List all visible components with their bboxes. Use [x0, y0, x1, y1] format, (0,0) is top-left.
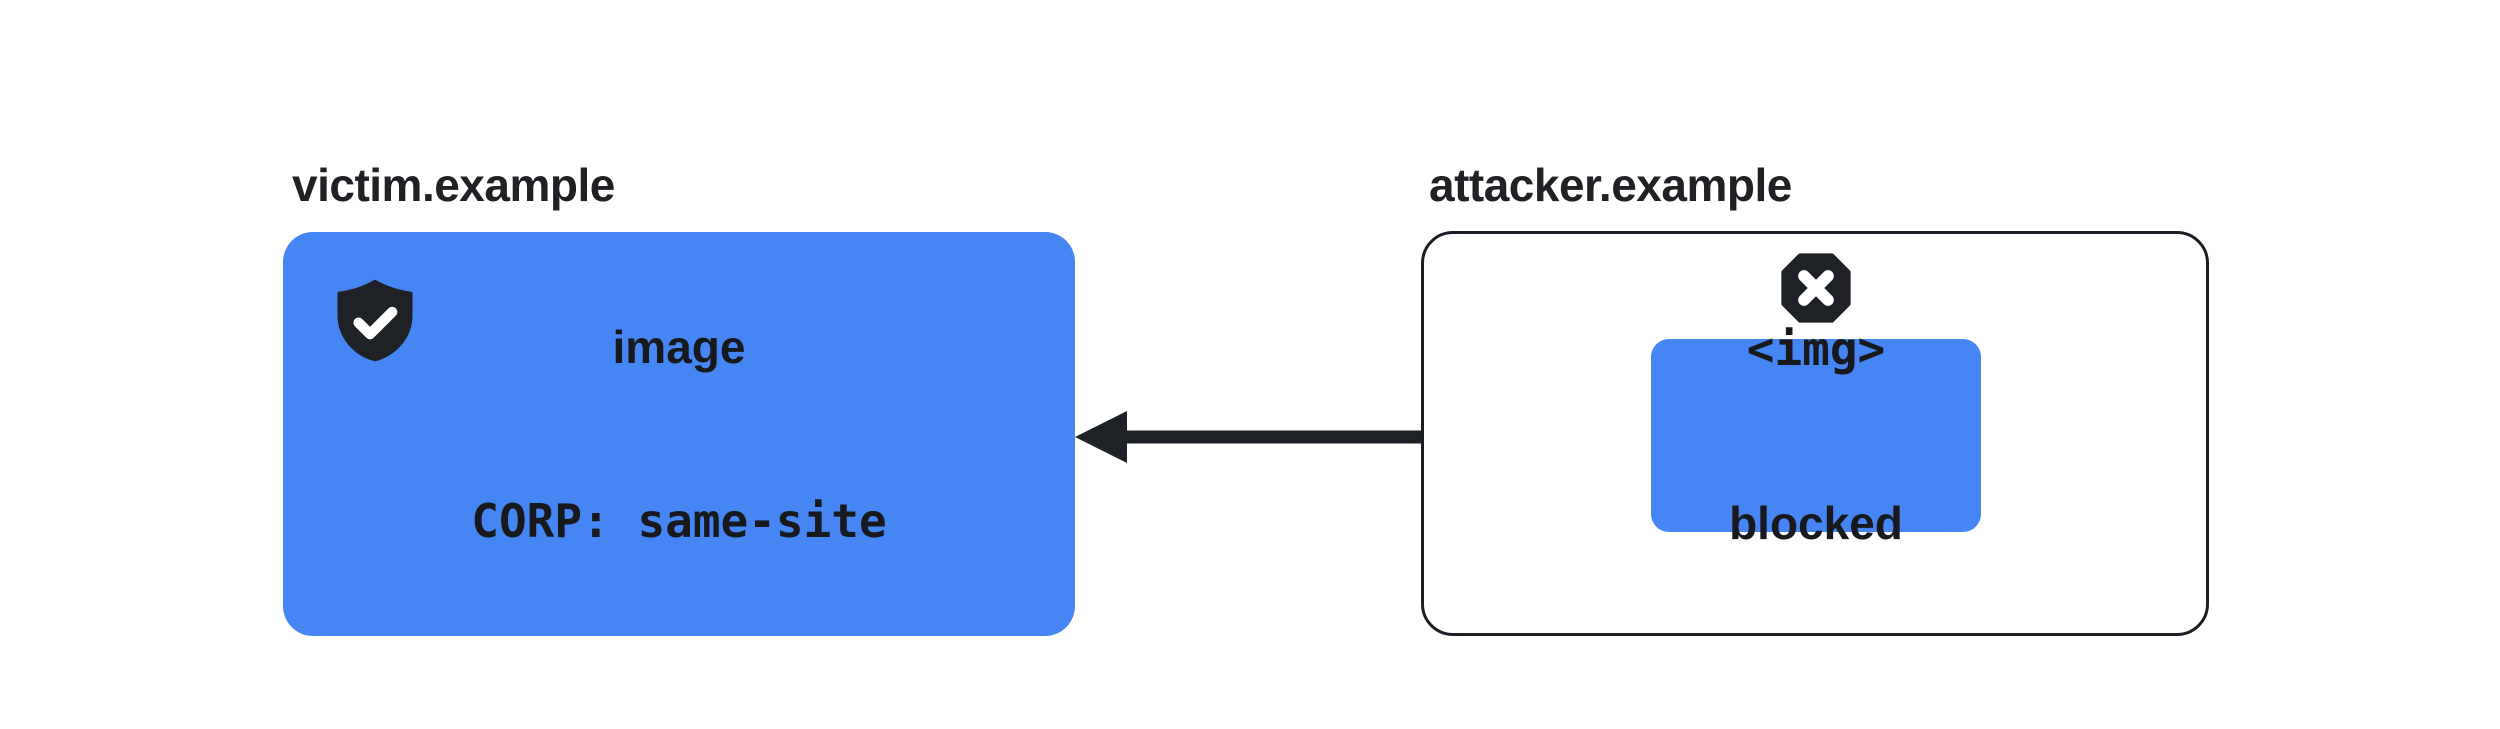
attacker-domain-label: attacker.example	[1429, 159, 1792, 211]
victim-resource-text: image CORP: same-site	[471, 202, 886, 666]
resource-name-text: image	[612, 321, 746, 373]
victim-domain-label: victim.example	[292, 159, 615, 211]
corp-header-text: CORP: same-site	[471, 494, 887, 548]
shield-check-icon	[337, 279, 413, 362]
blocked-status-text: blocked	[1729, 496, 1903, 549]
img-tag-text: <img>	[1746, 321, 1886, 376]
blocked-octagon-x-icon	[1781, 253, 1851, 323]
attacker-site-box: <img> blocked	[1421, 231, 2209, 636]
img-request-box: <img> blocked	[1651, 322, 1981, 549]
victim-resource-box: image CORP: same-site	[283, 232, 1075, 636]
img-request-text: <img> blocked	[1729, 204, 1903, 668]
